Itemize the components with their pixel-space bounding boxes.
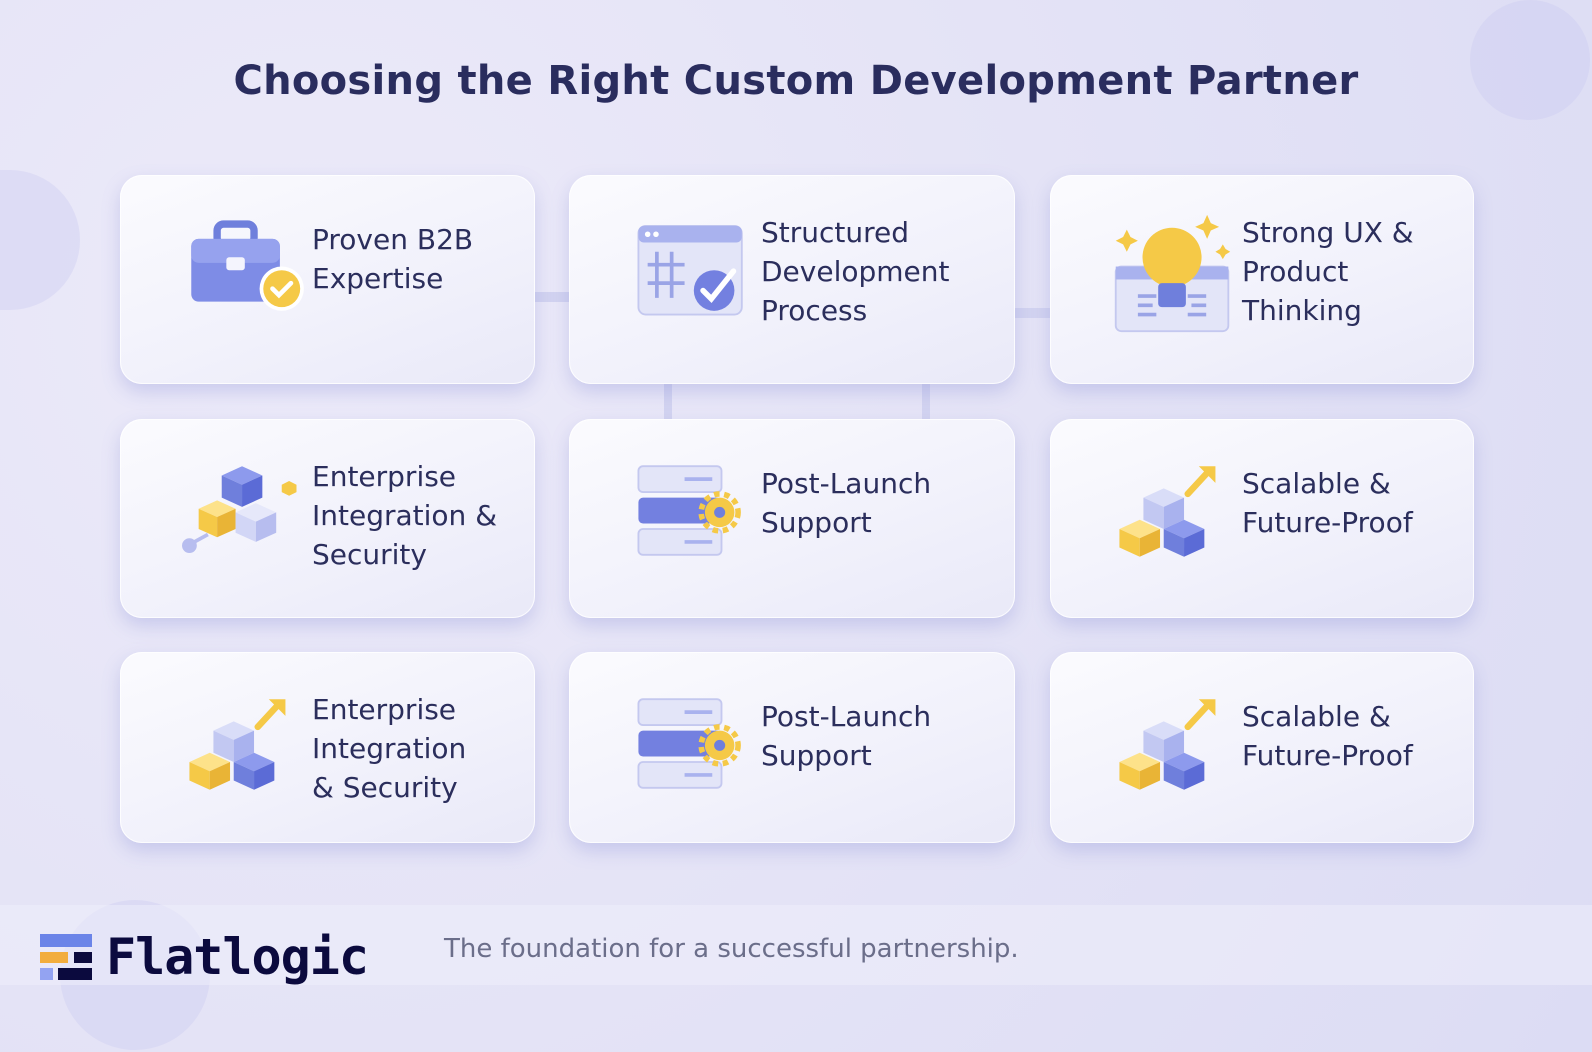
- feature-title-line: Expertise: [312, 262, 444, 295]
- feature-title-line: Strong UX &: [1242, 216, 1414, 249]
- cubes-icon: [182, 466, 297, 553]
- feature-title-line: Support: [761, 739, 872, 772]
- server-gear-icon: [637, 698, 741, 789]
- feature-title-line: Proven B2B: [312, 223, 474, 256]
- bg-circle: [1470, 0, 1590, 120]
- feature-title-line: Enterprise: [312, 693, 457, 726]
- feature-title-line: Integration: [312, 732, 467, 765]
- feature-title-line: Post-Launch: [761, 467, 932, 500]
- tagline: The foundation for a successful partners…: [444, 934, 1019, 964]
- bg-circle: [0, 170, 80, 310]
- cubes-growth-icon: [1119, 699, 1216, 790]
- feature-card: Proven B2B Expertise: [120, 175, 535, 384]
- feature-title: Scalable & Future-Proof: [1242, 464, 1413, 542]
- feature-title: Proven B2B Expertise: [312, 220, 473, 298]
- feature-title-line: Enterprise: [312, 460, 457, 493]
- feature-card: Scalable & Future-Proof: [1050, 652, 1474, 843]
- cubes-growth-icon: [1119, 466, 1216, 557]
- browser-check-icon: [637, 225, 743, 316]
- feature-title: Scalable & Future-Proof: [1242, 697, 1413, 775]
- feature-title-line: Integration &: [312, 499, 498, 532]
- feature-title-line: Process: [761, 294, 868, 327]
- feature-title-line: Future-Proof: [1242, 739, 1413, 772]
- briefcase-check-icon: [191, 220, 304, 311]
- connector-line: [535, 292, 569, 302]
- flatlogic-logo: Flatlogic: [40, 928, 369, 986]
- feature-title-line: Product: [1242, 255, 1349, 288]
- connector-line: [922, 384, 930, 419]
- feature-title-line: Future-Proof: [1242, 506, 1413, 539]
- feature-title-line: & Security: [312, 771, 458, 804]
- feature-title-line: Development: [761, 255, 950, 288]
- feature-title-line: Post-Launch: [761, 700, 932, 733]
- feature-title-line: Support: [761, 506, 872, 539]
- flatlogic-logo-icon: [40, 934, 92, 980]
- connector-line: [1015, 308, 1050, 318]
- connector-line: [664, 384, 672, 419]
- page-title: Choosing the Right Custom Development Pa…: [233, 58, 1359, 104]
- feature-title-line: Scalable &: [1242, 467, 1391, 500]
- feature-title-line: Thinking: [1242, 294, 1362, 327]
- feature-title-line: Scalable &: [1242, 700, 1391, 733]
- lightbulb-icon: [1114, 214, 1231, 333]
- server-gear-icon: [637, 465, 741, 556]
- footer-band: [0, 905, 1592, 985]
- brand-name: Flatlogic: [106, 928, 369, 986]
- feature-card: Scalable & Future-Proof: [1050, 419, 1474, 618]
- cubes-growth-icon: [189, 699, 286, 790]
- feature-title-line: Structured: [761, 216, 910, 249]
- feature-title-line: Security: [312, 538, 427, 571]
